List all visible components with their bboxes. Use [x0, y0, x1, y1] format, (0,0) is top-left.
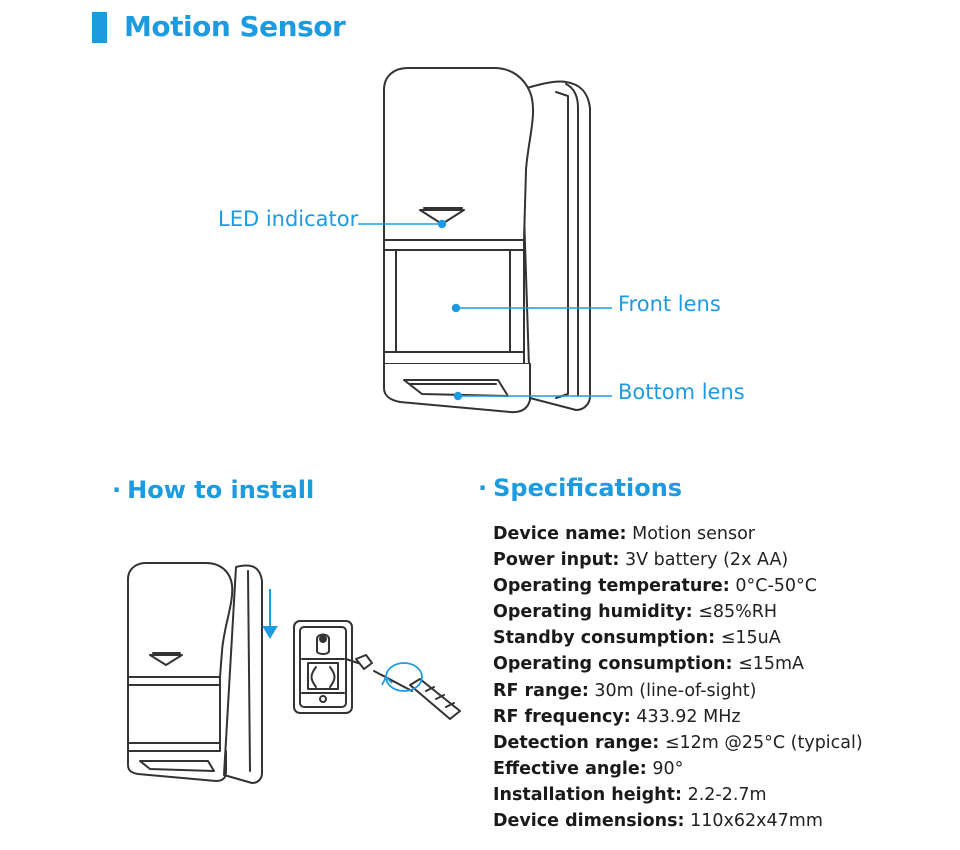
title-accent-bar — [92, 12, 107, 43]
spec-value: ≤15mA — [738, 654, 805, 675]
spec-key: Effective angle: — [493, 758, 647, 779]
arrow-down-icon — [262, 589, 278, 639]
spec-value: 3V battery (2x AA) — [625, 550, 789, 571]
spec-value: 110x62x47mm — [690, 811, 823, 832]
spec-value: ≤12m @25°C (typical) — [664, 732, 863, 753]
spec-value: Motion sensor — [632, 524, 755, 544]
spec-row: RF range: 30m (line-of-sight) — [493, 678, 953, 704]
spec-key: Operating humidity: — [493, 602, 693, 623]
spec-value: 0°C-50°C — [735, 576, 818, 597]
sensor-illustration — [358, 67, 612, 414]
rotate-icon — [381, 662, 423, 692]
spec-value: 30m (line-of-sight) — [594, 680, 757, 701]
bullet-dot: · — [478, 474, 488, 502]
spec-row: Operating temperature: 0°C-50°C — [493, 573, 953, 599]
install-title: How to install — [127, 476, 315, 504]
page-title: Motion Sensor — [124, 10, 346, 43]
section-heading-install: ·How to install — [112, 476, 314, 504]
spec-key: Operating temperature: — [493, 576, 730, 597]
spec-row: Effective angle: 90° — [493, 756, 953, 782]
spec-key: Detection range: — [493, 732, 660, 753]
spec-key: RF range: — [493, 680, 589, 701]
callout-led-indicator: LED indicator — [218, 207, 359, 231]
callout-front-lens: Front lens — [618, 292, 721, 316]
spec-value: ≤85%RH — [698, 602, 778, 623]
spec-key: RF frequency: — [493, 706, 631, 727]
spec-key: Standby consumption: — [493, 628, 716, 649]
spec-row: Operating humidity: ≤85%RH — [493, 599, 953, 625]
spec-key: Installation height: — [493, 784, 682, 805]
spec-row: Device dimensions: 110x62x47mm — [493, 808, 953, 834]
spec-row: Installation height: 2.2-2.7m — [493, 782, 953, 808]
spec-row: Operating consumption: ≤15mA — [493, 651, 953, 677]
install-illustration — [127, 562, 461, 784]
spec-key: Device dimensions: — [493, 811, 685, 832]
spec-value: ≤15uA — [720, 628, 781, 649]
spec-value: 2.2-2.7m — [687, 784, 767, 805]
spec-key: Power input: — [493, 550, 620, 571]
spec-row: Device name: Motion sensor — [493, 521, 953, 547]
spec-key: Device name: — [493, 524, 627, 544]
spec-row: Standby consumption: ≤15uA — [493, 625, 953, 651]
spec-value: 90° — [652, 758, 684, 779]
callout-bottom-lens: Bottom lens — [618, 380, 745, 404]
spec-value: 433.92 MHz — [636, 706, 741, 727]
specifications-title: Specifications — [493, 474, 683, 502]
spec-key: Operating consumption: — [493, 654, 733, 675]
spec-row: RF frequency: 433.92 MHz — [493, 704, 953, 730]
spec-list: Device name: Motion sensor Power input: … — [493, 521, 953, 834]
spec-row: Power input: 3V battery (2x AA) — [493, 547, 953, 573]
bullet-dot: · — [112, 476, 122, 504]
spec-row: Detection range: ≤12m @25°C (typical) — [493, 730, 953, 756]
section-heading-specifications: ·Specifications — [478, 474, 682, 502]
